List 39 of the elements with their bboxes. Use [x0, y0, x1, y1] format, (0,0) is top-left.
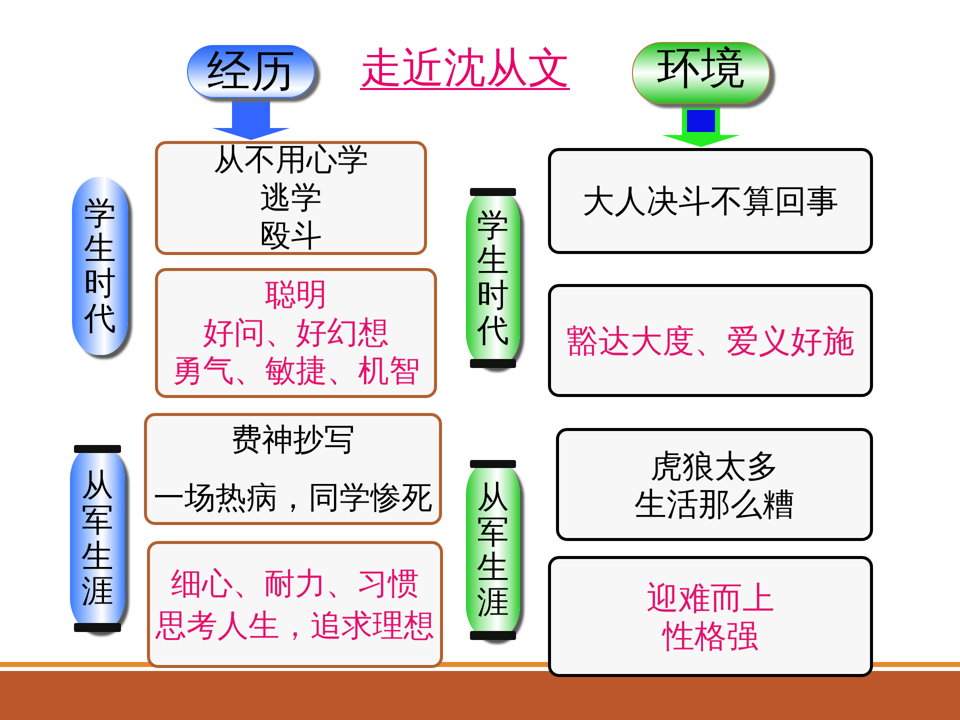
- panel-text: 思考人生，追求理想: [156, 606, 434, 644]
- side-pill: [466, 188, 520, 368]
- side-pill: [466, 460, 520, 640]
- panel-text: 虎狼太多: [650, 446, 778, 484]
- panel-text: 细心、耐力、习惯: [171, 564, 419, 602]
- panel-text: 豁达大度、爱义好施: [566, 322, 854, 360]
- panel-text: 生活那么糟: [634, 484, 794, 522]
- panel-text: 迎难而上: [646, 578, 774, 616]
- panel-text: 从不用心学: [214, 141, 368, 179]
- panel-text: 殴斗: [260, 217, 322, 255]
- panel-text: 性格强: [662, 616, 758, 654]
- vertical-label: 学生时代: [477, 208, 509, 348]
- block-arrow: [212, 98, 290, 140]
- diagram-title: 走近沈从文: [360, 42, 570, 94]
- vertical-label: 从军生涯: [82, 468, 114, 609]
- header-label: 环境: [657, 43, 745, 95]
- info-panel: [556, 428, 873, 541]
- info-panel: [548, 148, 873, 254]
- info-panel: [548, 284, 873, 397]
- header-pill: [632, 42, 770, 104]
- panel-text: 一场热病，同学惨死: [154, 479, 432, 517]
- panel-text: 勇气、敏捷、机智: [172, 352, 420, 390]
- header-label: 经历: [207, 46, 295, 96]
- info-panel: [155, 268, 437, 398]
- panel-text: 大人决斗不算回事: [582, 182, 838, 220]
- side-pill: [72, 177, 128, 355]
- block-arrow: [662, 104, 740, 147]
- info-panel: [155, 141, 427, 255]
- header-pill: [187, 45, 315, 98]
- info-panel: [548, 556, 873, 677]
- panel-text: 费神抄写: [231, 421, 355, 459]
- vertical-label: 学生时代: [84, 196, 116, 336]
- info-panel: [144, 413, 442, 525]
- panel-text: 好问、好幻想: [203, 314, 389, 352]
- info-panel: [147, 541, 443, 668]
- panel-text: 逃学: [260, 179, 322, 217]
- side-pill: [70, 445, 125, 632]
- panel-text: 聪明: [265, 276, 327, 314]
- vertical-label: 从军生涯: [477, 480, 509, 620]
